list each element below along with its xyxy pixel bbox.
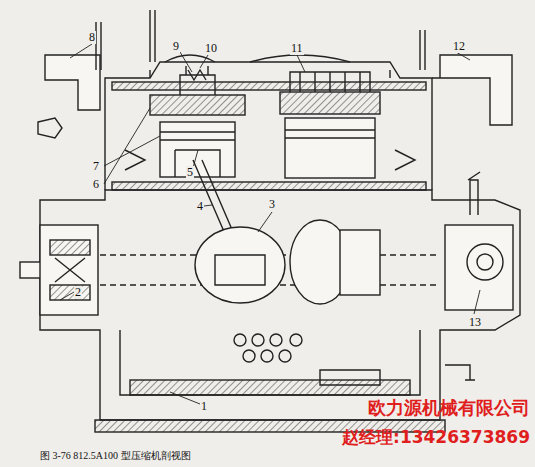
callout-number: 2: [74, 286, 82, 299]
head-wall: [112, 82, 426, 90]
callout-number: 10: [204, 42, 218, 55]
callout-number: 5: [186, 166, 194, 179]
oil-pump: [445, 225, 513, 310]
callout-number: 3: [268, 198, 276, 211]
callout-number: 8: [88, 31, 96, 44]
shaft-seal: [40, 225, 98, 315]
crank-web: [195, 227, 285, 303]
watermark-text: 赵经理:13426373869: [342, 428, 530, 447]
line-art: [20, 10, 520, 432]
exhaust-pipe: [432, 55, 512, 125]
callout-number: 9: [172, 40, 180, 53]
callout-number: 11: [290, 42, 304, 55]
intake-pipe: [45, 55, 100, 110]
callout-number: 13: [468, 316, 482, 329]
crankcase: [40, 190, 520, 420]
callout-number: 4: [196, 200, 204, 213]
figure-caption: 图 3-76 812.5A100 型压缩机剖视图: [40, 450, 191, 461]
callout-number: 7: [92, 160, 100, 173]
valve-plate: [150, 95, 245, 115]
watermark-text: 欧力源机械有限公司: [368, 398, 530, 418]
callout-number: 12: [452, 40, 466, 53]
callout-number: 6: [92, 178, 100, 191]
leader-lines: [60, 44, 480, 404]
cylinder-block: [105, 62, 432, 190]
callout-number: 1: [200, 400, 208, 413]
